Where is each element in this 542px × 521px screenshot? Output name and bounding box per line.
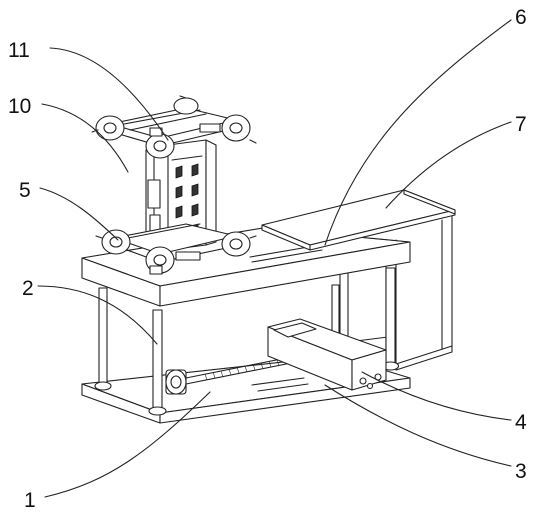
part-label-2: 2 — [22, 277, 34, 300]
lower-rollers — [95, 223, 257, 275]
part-label-5: 5 — [19, 179, 31, 202]
slider-block — [267, 318, 387, 391]
part-label-6: 6 — [515, 6, 527, 29]
part-label-3: 3 — [515, 460, 527, 483]
part-label-11: 11 — [8, 39, 30, 62]
part-label-7: 7 — [515, 113, 527, 136]
leader-lines — [37, 19, 512, 498]
part-label-1: 1 — [24, 489, 36, 512]
top-plate — [261, 189, 456, 251]
legs — [94, 267, 400, 416]
part-label-4: 4 — [515, 411, 527, 434]
upper-rollers — [91, 95, 257, 159]
part-label-10: 10 — [8, 95, 31, 118]
